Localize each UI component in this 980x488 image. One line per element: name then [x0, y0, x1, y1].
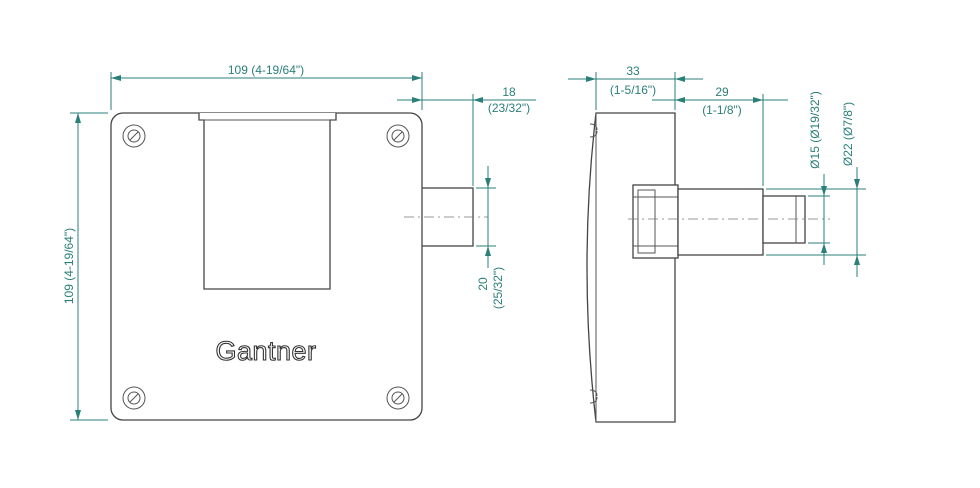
arrow	[412, 97, 422, 103]
bolt-offset-label: 18	[502, 85, 516, 99]
bolt-length-label-inch: (1-1/8")	[702, 103, 742, 117]
arrow	[485, 178, 491, 188]
screw-top-left	[122, 124, 146, 148]
arrow	[75, 410, 81, 420]
arrow	[854, 179, 860, 189]
arrow	[821, 243, 827, 253]
bolt-length-label: 29	[715, 85, 729, 99]
diameter-large-label: Ø22 (Ø7/8")	[841, 102, 855, 166]
front-view: Gantner 109 (4-19/64") 109 (4-19/64") 18…	[62, 63, 536, 421]
arrow	[675, 97, 685, 103]
arrow	[412, 75, 422, 81]
width-label: 109 (4-19/64")	[228, 63, 304, 77]
depth-label: 33	[626, 64, 640, 78]
key-slot	[198, 113, 337, 290]
arrow	[111, 75, 121, 81]
height-label: 109 (4-19/64")	[62, 228, 76, 304]
bolt-height-label: 20	[476, 277, 490, 291]
bolt-housing-inner	[637, 189, 656, 254]
hook-top	[589, 123, 598, 138]
arrow	[473, 97, 483, 103]
diameter-small-label: Ø15 (Ø19/32")	[808, 91, 822, 169]
arrow	[75, 113, 81, 123]
lock-body-side	[586, 112, 676, 423]
hook-bottom	[589, 389, 598, 404]
screw-bottom-left	[122, 386, 146, 410]
arrow	[753, 97, 763, 103]
screw-top-right	[386, 124, 410, 148]
bolt-small	[762, 195, 806, 244]
brand-logo: Gantner	[215, 336, 316, 366]
screw-bottom-right	[386, 386, 410, 410]
arrow	[854, 255, 860, 265]
side-view: 33 (1-5/16") 29 (1-1/8") Ø15 (Ø19/32") Ø…	[568, 64, 866, 423]
bolt-height-label-inch: (25/32")	[491, 267, 505, 309]
arrow	[675, 76, 685, 82]
bolt-large	[677, 188, 764, 256]
arrow	[586, 76, 596, 82]
bolt-offset-label-inch: (23/32")	[488, 101, 530, 115]
depth-label-inch: (1-5/16")	[610, 83, 656, 97]
arrow	[485, 246, 491, 256]
arrow	[821, 186, 827, 196]
